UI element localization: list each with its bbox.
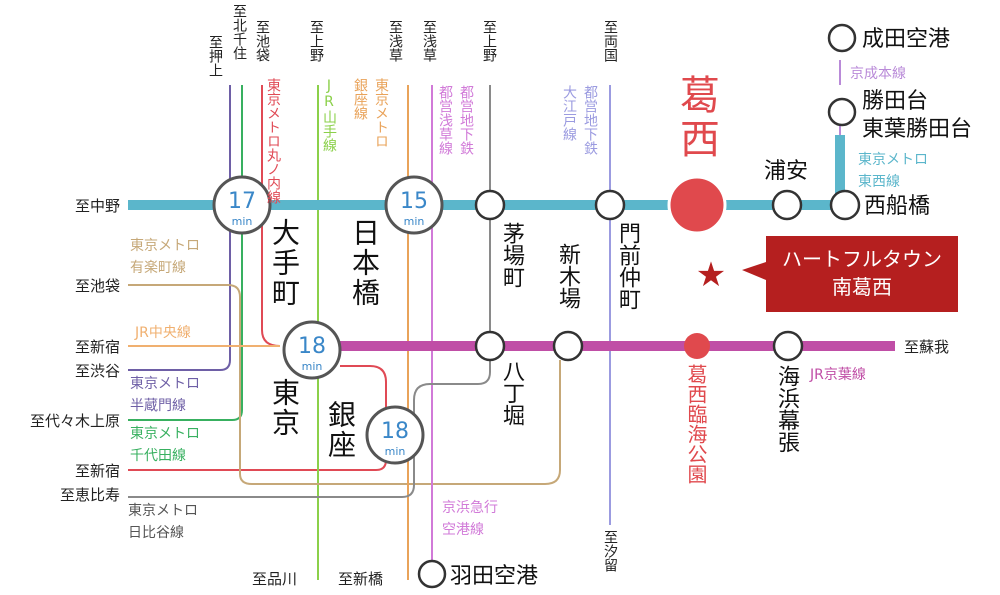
dir-shibuya: 至渋谷 bbox=[75, 362, 120, 380]
property-box bbox=[766, 236, 958, 312]
label-keisei: 京成本線 bbox=[850, 66, 906, 82]
dir-shinagawa: 至品川 bbox=[252, 570, 297, 588]
dir-asakusa-a: 至浅草 bbox=[387, 20, 403, 62]
badge-nihonbashi-unit: min bbox=[404, 215, 425, 228]
station-nishifunabashi: 西船橋 bbox=[864, 194, 930, 219]
property-name-line1: ハートフルタウン bbox=[782, 247, 942, 271]
station-shinkiba: 新木場 bbox=[555, 243, 580, 309]
station-monzennakacho-marker bbox=[594, 189, 626, 221]
station-narita-marker bbox=[827, 23, 857, 53]
badge-nihonbashi-value: 15 bbox=[400, 189, 428, 214]
label-hanzomon-2: 半蔵門線 bbox=[130, 398, 186, 414]
dir-yoyogi: 至代々木上原 bbox=[30, 412, 120, 430]
label-keikyu-1: 京浜急行 bbox=[442, 500, 498, 516]
dir-shinjuku-a: 至新宿 bbox=[75, 338, 120, 356]
label-hibiya-1: 東京メトロ bbox=[128, 503, 198, 519]
property-name-line2: 南葛西 bbox=[832, 275, 892, 299]
station-kaihinmakuhari-marker bbox=[772, 330, 804, 362]
station-katsutadai-marker bbox=[827, 97, 857, 127]
badge-otemachi bbox=[212, 175, 272, 235]
label-ginza-1: 銀座線 bbox=[352, 78, 368, 120]
dir-shiodome: 至汐留 bbox=[602, 530, 618, 572]
label-keiyo: JR京葉線 bbox=[809, 367, 866, 383]
station-haneda: 羽田空港 bbox=[450, 564, 538, 589]
station-tokyo: 東京 bbox=[268, 378, 301, 438]
station-hatchobori-marker bbox=[474, 330, 506, 362]
station-kayabacho-marker bbox=[474, 189, 506, 221]
dir-ebisu: 至恵比寿 bbox=[60, 486, 120, 504]
line-hibiya bbox=[128, 205, 491, 498]
badge-tokyo-unit: min bbox=[302, 360, 323, 373]
station-toyokatsutadai: 東葉勝田台 bbox=[862, 117, 972, 142]
station-haneda-marker bbox=[417, 559, 447, 589]
dir-shinjuku-b: 至新宿 bbox=[75, 462, 120, 480]
station-kasairinkai-marker bbox=[684, 333, 710, 359]
label-mita: 都営地下鉄 bbox=[458, 85, 474, 155]
station-katsutadai: 勝田台 bbox=[862, 89, 928, 114]
line-hanzomon bbox=[128, 85, 231, 371]
dir-ikebukuro-left: 至池袋 bbox=[75, 277, 120, 295]
label-marunouchi: 東京メトロ丸ノ内線 bbox=[265, 78, 281, 204]
label-oedo-2: 大江戸線 bbox=[561, 85, 577, 141]
line-yurakucho bbox=[128, 284, 561, 485]
label-hibiya-2: 日比谷線 bbox=[128, 525, 184, 541]
label-chiyoda-2: 千代田線 bbox=[130, 448, 186, 464]
label-asakusa: 都営浅草線 bbox=[437, 85, 453, 155]
dir-asakusa-b: 至浅草 bbox=[421, 20, 437, 62]
label-ginza-2: 東京メトロ bbox=[373, 78, 389, 148]
station-otemachi: 大手町 bbox=[268, 218, 301, 308]
property-pointer bbox=[742, 262, 766, 280]
dir-ikebukuro-top: 至池袋 bbox=[254, 20, 270, 62]
dir-nakano: 至中野 bbox=[75, 197, 120, 215]
badge-ginza-unit: min bbox=[385, 445, 406, 458]
station-kaihinmakuhari: 海浜幕張 bbox=[774, 365, 799, 453]
station-monzennakacho: 門前仲町 bbox=[615, 222, 640, 310]
station-nihonbashi: 日本橋 bbox=[348, 218, 381, 308]
badge-tokyo bbox=[282, 320, 342, 380]
label-tozai-2: 東西線 bbox=[858, 174, 900, 190]
dir-ueno-a: 至上野 bbox=[308, 20, 324, 62]
label-yamanote: JR山手線 bbox=[321, 78, 337, 152]
dir-soga: 至蘇我 bbox=[904, 338, 949, 356]
badge-nihonbashi bbox=[384, 175, 444, 235]
station-urayasu: 浦安 bbox=[764, 159, 808, 184]
badge-otemachi-unit: min bbox=[232, 215, 253, 228]
dir-ueno-b: 至上野 bbox=[481, 20, 497, 62]
station-hatchobori: 八丁堀 bbox=[499, 360, 524, 426]
label-keikyu-2: 空港線 bbox=[442, 522, 484, 538]
property-star: ★ bbox=[696, 255, 726, 295]
dir-oshiage: 至押上 bbox=[207, 35, 223, 77]
station-urayasu-marker bbox=[771, 189, 803, 221]
badge-otemachi-value: 17 bbox=[228, 189, 256, 214]
label-yurakucho-1: 東京メトロ bbox=[130, 238, 200, 254]
label-hanzomon-1: 東京メトロ bbox=[130, 376, 200, 392]
badge-ginza bbox=[365, 405, 425, 465]
label-tozai-1: 東京メトロ bbox=[858, 152, 928, 168]
label-chuo: JR中央線 bbox=[134, 325, 191, 341]
label-yurakucho-2: 有楽町線 bbox=[130, 260, 186, 276]
station-narita: 成田空港 bbox=[862, 27, 950, 52]
badge-ginza-value: 18 bbox=[381, 419, 409, 444]
station-shinkiba-marker bbox=[552, 330, 584, 362]
station-kasai-marker bbox=[667, 175, 727, 235]
label-oedo-1: 都営地下鉄 bbox=[582, 85, 598, 155]
label-chiyoda-1: 東京メトロ bbox=[130, 426, 200, 442]
station-ginza: 銀座 bbox=[324, 400, 357, 460]
dir-shinbashi: 至新橋 bbox=[338, 570, 383, 588]
badge-tokyo-value: 18 bbox=[298, 334, 326, 359]
station-kayabacho: 茅場町 bbox=[499, 222, 524, 288]
dir-kitasenju: 至北千住 bbox=[231, 4, 247, 60]
station-kasairinkai: 葛西臨海公園 bbox=[684, 364, 708, 484]
station-kasai: 葛西 bbox=[673, 74, 719, 162]
station-nishifunabashi-marker bbox=[829, 189, 861, 221]
dir-ryogoku: 至両国 bbox=[602, 20, 618, 62]
